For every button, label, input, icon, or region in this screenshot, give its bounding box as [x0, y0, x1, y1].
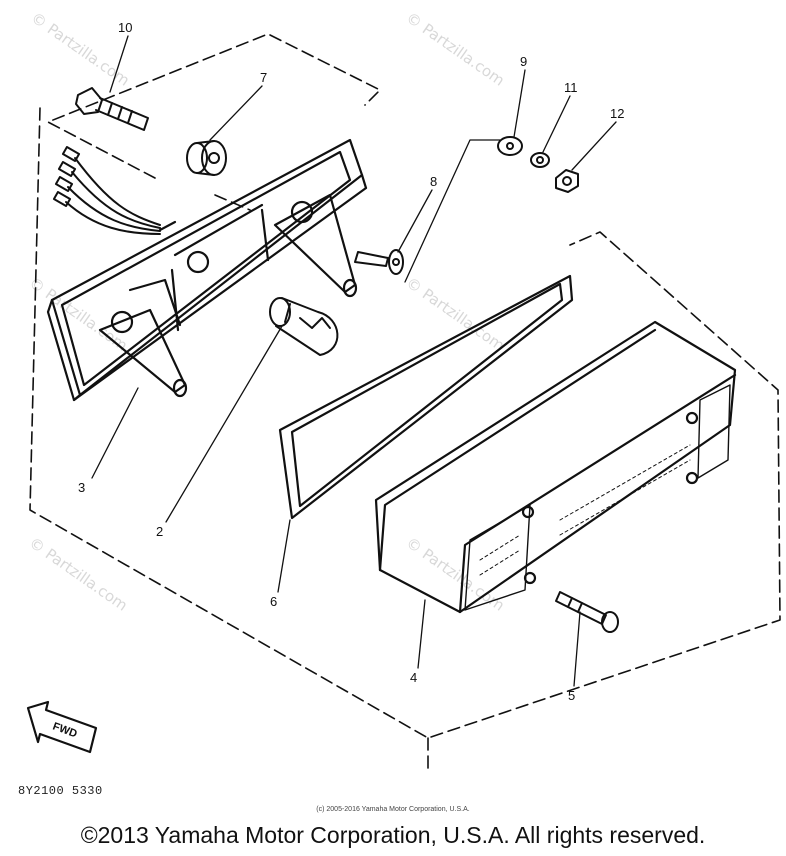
callout-4: 4 [410, 670, 417, 685]
watermark: © Partzilla.com [403, 534, 508, 615]
callout-9: 9 [520, 54, 527, 69]
lens-4 [374, 320, 737, 614]
bolt-10 [75, 87, 149, 131]
callout-5: 5 [568, 688, 575, 703]
hardware-9-11-12 [497, 136, 579, 193]
callout-3: 3 [78, 480, 85, 495]
callout-6: 6 [270, 594, 277, 609]
screw-8 [354, 249, 404, 275]
grommet-7 [186, 140, 227, 176]
callout-numbers: 10 7 9 11 12 8 3 2 6 4 5 [78, 20, 624, 703]
callout-7: 7 [260, 70, 267, 85]
callout-10: 10 [118, 20, 132, 35]
callout-8: 8 [430, 174, 437, 189]
leader-lines [91, 35, 617, 687]
callout-12: 12 [610, 106, 624, 121]
watermark: © Partzilla.com [26, 534, 131, 615]
gasket-6 [278, 274, 574, 520]
dashed-outline [29, 33, 781, 771]
fwd-arrow: FWD [26, 700, 98, 754]
callout-2: 2 [156, 524, 163, 539]
watermark: © Partzilla.com [403, 9, 508, 90]
watermarks: © Partzilla.com © Partzilla.com © Partzi… [26, 9, 508, 615]
drawing-code: 8Y2100 5330 [18, 784, 103, 798]
bulb-2 [269, 297, 339, 356]
lamp-housing [46, 138, 368, 402]
screw-5 [555, 591, 619, 633]
callout-11: 11 [564, 80, 578, 95]
small-copyright: (c) 2005-2016 Yamaha Motor Corporation, … [316, 806, 470, 813]
main-copyright: ©2013 Yamaha Motor Corporation, U.S.A. A… [80, 822, 706, 848]
wire-harness [52, 146, 161, 235]
fwd-label: FWD [51, 721, 79, 741]
